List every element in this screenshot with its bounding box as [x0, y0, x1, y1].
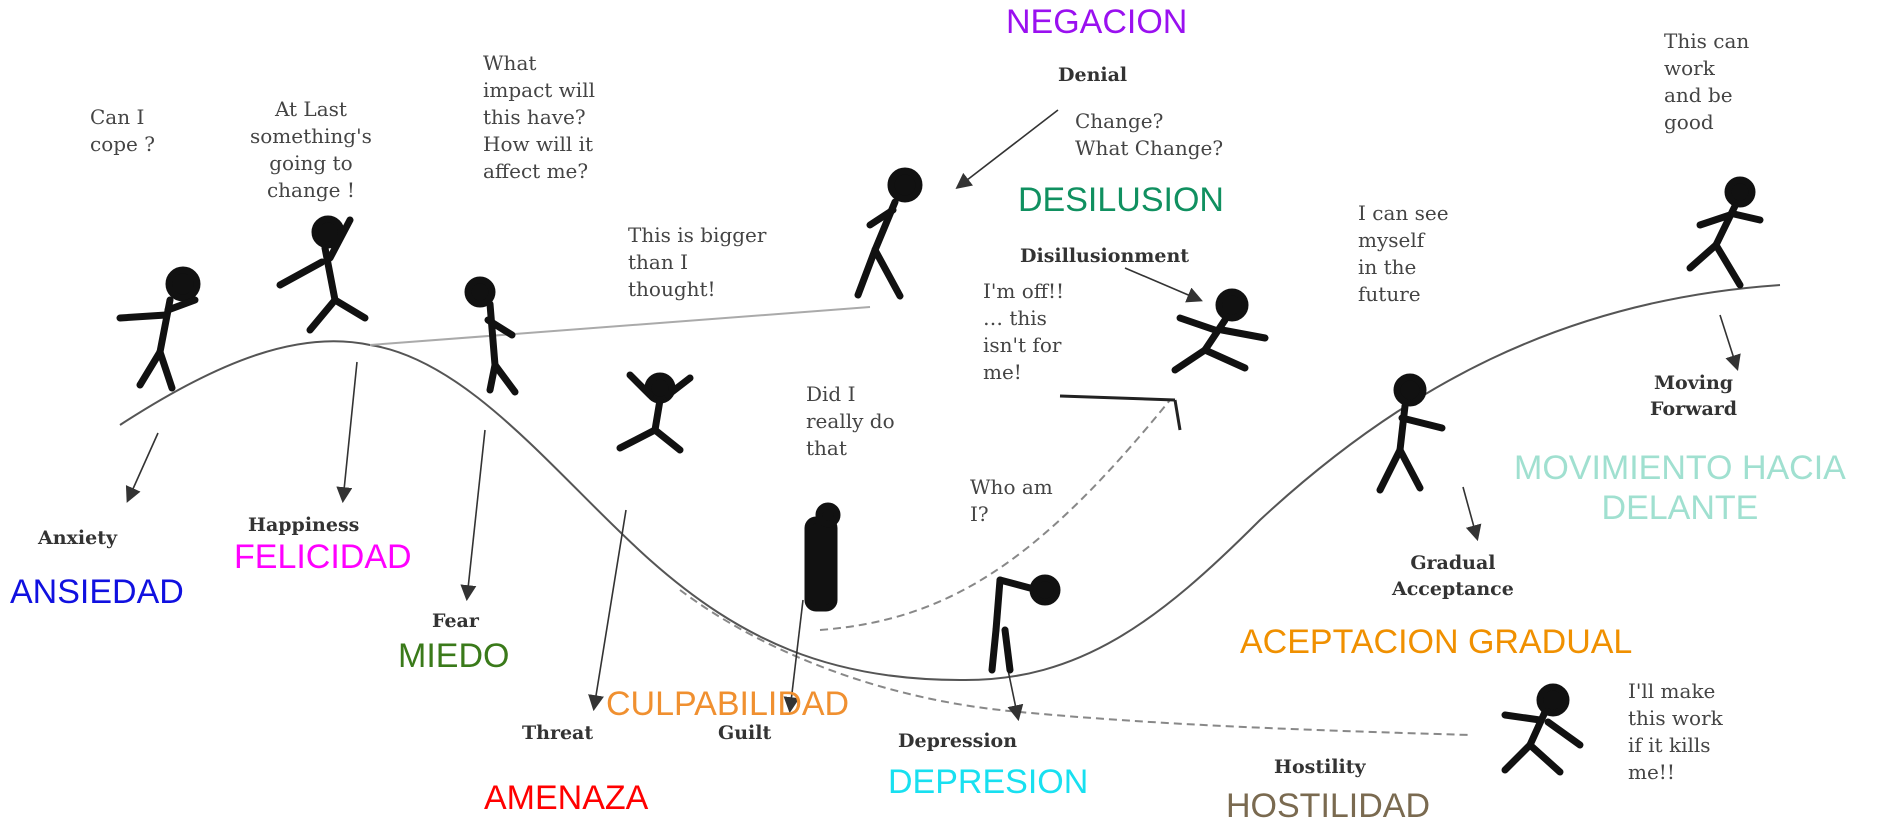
label-negacion: NEGACION: [1006, 3, 1188, 41]
label-hostilidad: HOSTILIDAD: [1226, 787, 1431, 825]
label-depresion: DEPRESION: [888, 763, 1089, 801]
figure-bigger: [854, 167, 923, 300]
figure-moving-forward: [1686, 176, 1764, 289]
label-fear: Fear: [432, 610, 479, 632]
label-disillusionment: Disillusionment: [1020, 245, 1190, 267]
figure-threat: [616, 371, 694, 454]
figure-hostility: [1501, 683, 1584, 776]
figure-happiness: [276, 215, 369, 334]
figures: [116, 167, 1764, 776]
thought-at-last: At Last something's going to change !: [250, 97, 372, 202]
figure-anxiety: [116, 266, 201, 392]
figure-acceptance: [1376, 373, 1446, 494]
figure-fear: [464, 276, 519, 396]
label-anxiety: Anxiety: [38, 527, 118, 549]
label-desilusion: DESILUSION: [1018, 181, 1224, 219]
thought-see-myself: I can see myself in the future: [1358, 201, 1449, 306]
thought-make-work: I'll make this work if it kills me!!: [1628, 679, 1723, 784]
thought-impact: What impact will this have? How will it …: [483, 51, 595, 183]
disillusion-branch: [819, 399, 1171, 631]
label-depression: Depression: [898, 730, 1018, 752]
thought-really: Did I really do that: [806, 382, 895, 460]
label-aceptacion-gradual: ACEPTACION GRADUAL: [1240, 623, 1633, 661]
figure-disillusion: [1171, 288, 1269, 374]
label-guilt: Guilt: [718, 722, 772, 744]
thought-who: Who am I?: [970, 475, 1053, 526]
thought-off: I'm off!! … this isn't for me!: [983, 279, 1065, 384]
label-movimiento-hacia-delante: MOVIMIENTO HACIA DELANTE: [1514, 449, 1846, 527]
main-curve: [119, 284, 1781, 682]
label-ansiedad: ANSIEDAD: [10, 573, 184, 611]
label-amenaza: AMENAZA: [484, 779, 649, 817]
thought-bigger: This is bigger than I thought!: [628, 223, 767, 301]
figure-guilt: [804, 502, 841, 612]
label-happiness: Happiness: [248, 514, 360, 536]
label-gradual-acceptance: Gradual Acceptance: [1392, 552, 1514, 600]
thought-change: Change? What Change?: [1075, 109, 1224, 160]
label-threat: Threat: [522, 722, 594, 744]
label-miedo: MIEDO: [398, 637, 510, 675]
thought-work-good: This can work and be good: [1664, 29, 1750, 134]
label-felicidad: FELICIDAD: [234, 538, 412, 576]
label-denial: Denial: [1058, 64, 1128, 86]
thought-cope: Can I cope ?: [90, 105, 155, 156]
label-hostility: Hostility: [1274, 756, 1366, 778]
label-culpabilidad: CULPABILIDAD: [606, 685, 850, 723]
figure-depression: [988, 574, 1061, 674]
label-moving-forward: Moving Forward: [1650, 372, 1738, 420]
